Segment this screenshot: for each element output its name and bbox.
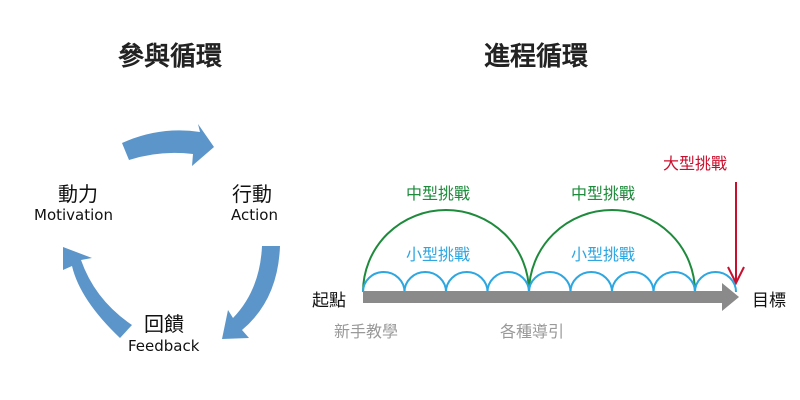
arrow-motivation-to-action — [122, 124, 214, 166]
small-challenge-arc — [694, 271, 737, 293]
tutorial-label: 新手教學 — [334, 322, 399, 341]
start-label: 起點 — [312, 291, 346, 311]
small-challenge-arc — [403, 271, 447, 293]
large-challenge-arrow-head — [727, 266, 745, 286]
node-feedback-en: Feedback — [128, 337, 200, 355]
small-challenge-arc — [652, 271, 696, 293]
small-challenge-label-2: 小型挑戰 — [571, 245, 636, 264]
medium-challenge-label-1: 中型挑戰 — [406, 184, 471, 203]
node-motivation-en: Motivation — [34, 206, 113, 224]
small-challenge-arc — [611, 271, 655, 293]
small-challenge-arc — [445, 271, 489, 293]
small-challenge-arc — [569, 271, 613, 293]
guidance-label: 各種導引 — [500, 322, 565, 341]
progress-bar — [363, 291, 725, 303]
node-motivation-zh: 動力 — [58, 182, 98, 206]
small-challenge-arc — [362, 271, 406, 293]
node-action-zh: 行動 — [232, 182, 272, 206]
medium-challenge-label-2: 中型挑戰 — [571, 184, 636, 203]
node-feedback-zh: 回饋 — [144, 312, 184, 336]
engagement-loop-title: 參與循環 — [118, 42, 223, 72]
small-challenge-label-1: 小型挑戰 — [406, 245, 471, 264]
small-challenge-arc — [528, 271, 572, 293]
progression-loop-title: 進程循環 — [484, 42, 589, 72]
goal-label: 目標 — [752, 291, 786, 311]
progress-arrowhead — [722, 283, 739, 311]
arrow-action-to-feedback — [222, 246, 280, 339]
large-challenge-label: 大型挑戰 — [663, 154, 728, 173]
small-challenge-arc — [486, 271, 530, 293]
arrow-feedback-to-motivation — [63, 247, 132, 338]
medium-challenge-arc — [528, 209, 696, 293]
node-action-en: Action — [231, 206, 278, 224]
medium-challenge-arc — [362, 209, 530, 293]
